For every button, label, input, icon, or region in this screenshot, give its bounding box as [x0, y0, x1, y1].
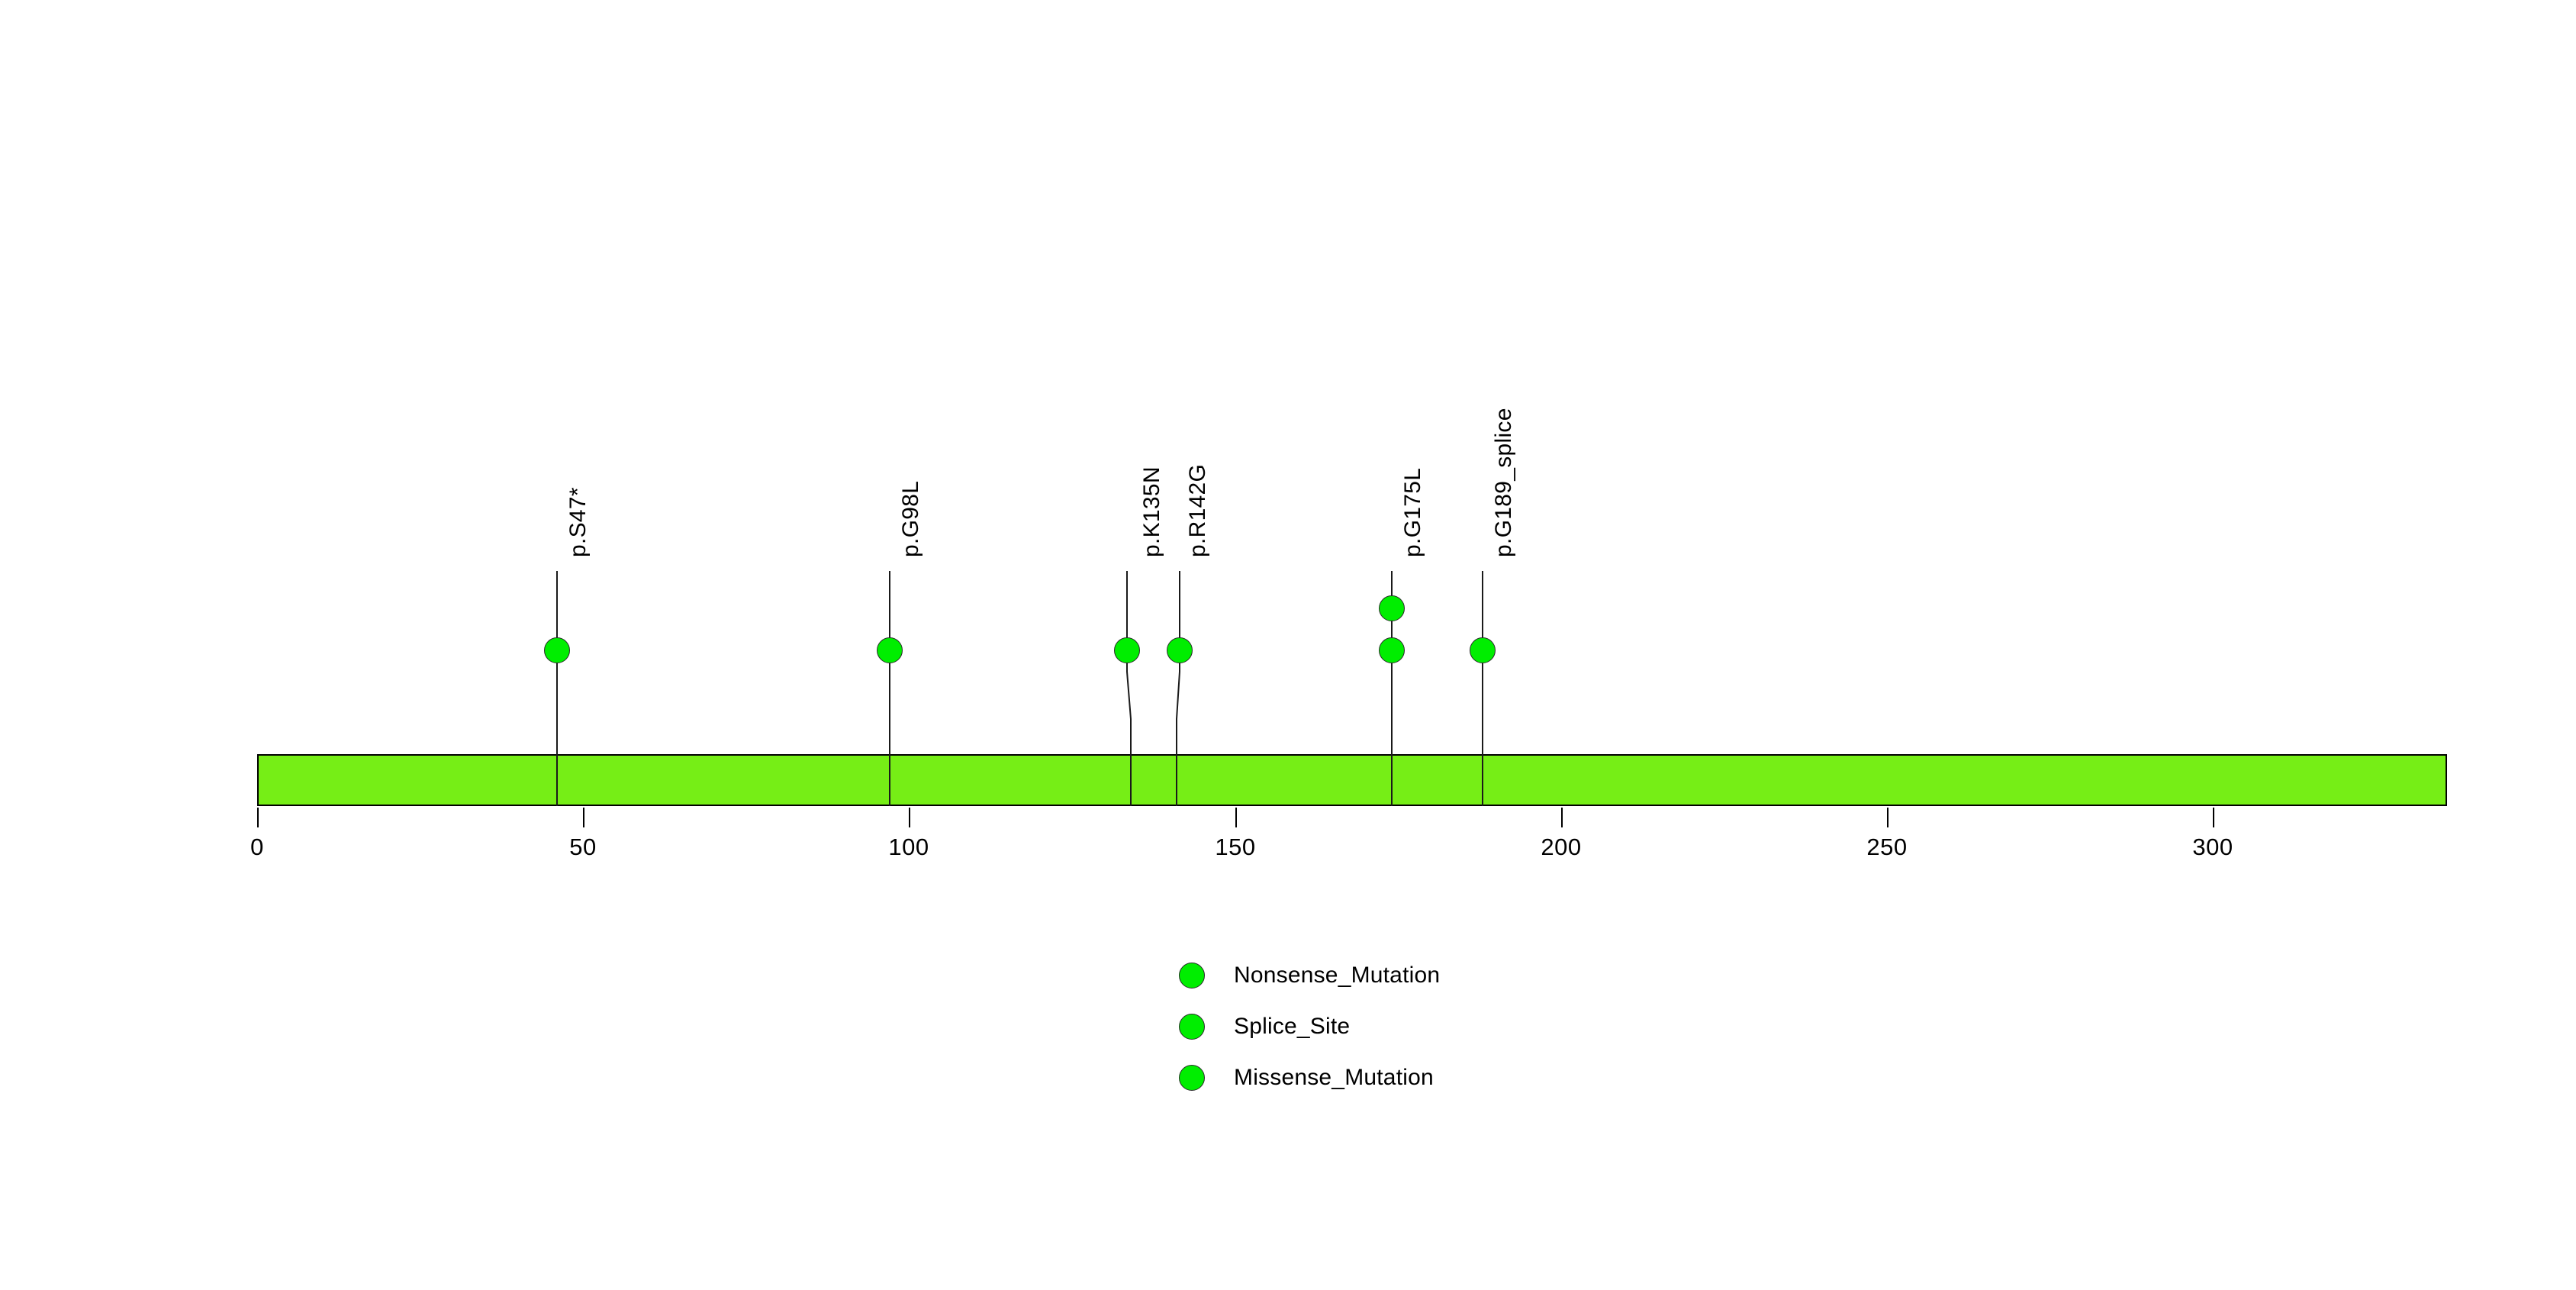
legend-item[interactable]: Missense_Mutation [1179, 1065, 1434, 1091]
axis-tick [909, 808, 910, 827]
lollipop-label: p.K135N [1138, 466, 1164, 557]
legend-item-label: Splice_Site [1234, 1014, 1351, 1039]
lollipop-dot[interactable] [1378, 595, 1405, 621]
lollipop-dot[interactable] [544, 637, 571, 663]
axis-tick-label: 250 [1866, 834, 1908, 860]
axis-tick-label: 100 [888, 834, 929, 860]
axis-tick [2213, 808, 2214, 827]
lollipop-stem [1176, 571, 1180, 806]
axis-tick [1561, 808, 1563, 827]
lollipop-label: p.G189_splice [1491, 408, 1517, 557]
lollipop-stem [556, 571, 558, 806]
axis-tick-label: 50 [569, 834, 597, 860]
lollipop-label: p.S47* [565, 487, 591, 557]
axis-tick [583, 808, 584, 827]
legend-item[interactable]: Nonsense_Mutation [1179, 963, 1440, 988]
lollipop-stem [889, 571, 890, 806]
lollipop-stem [1482, 571, 1483, 806]
lollipop-label: p.R142G [1184, 463, 1210, 557]
lollipop-label: p.G98L [897, 480, 923, 557]
lollipop-dot[interactable] [1470, 637, 1496, 663]
lollipop-dot[interactable] [1378, 637, 1405, 663]
lollipop-dot[interactable] [876, 637, 903, 663]
protein-backbone-bar [257, 754, 2447, 806]
axis-tick [1235, 808, 1237, 827]
lollipop-stem [1126, 571, 1132, 806]
lollipop-dot[interactable] [1113, 637, 1140, 663]
legend-color-swatch [1179, 1014, 1205, 1040]
legend-item[interactable]: Splice_Site [1179, 1014, 1350, 1040]
axis-tick [257, 808, 259, 827]
legend-item-label: Nonsense_Mutation [1234, 963, 1441, 988]
lollipop-label: p.G175L [1399, 467, 1425, 557]
axis-tick-label: 300 [2192, 834, 2233, 860]
lollipop-stem [1391, 571, 1393, 806]
legend-color-swatch [1179, 1065, 1205, 1091]
legend-color-swatch [1179, 963, 1205, 988]
legend-item-label: Missense_Mutation [1234, 1065, 1434, 1090]
axis-tick-label: 150 [1215, 834, 1256, 860]
axis-tick-label: 200 [1541, 834, 1582, 860]
axis-tick [1887, 808, 1889, 827]
axis-tick-label: 0 [250, 834, 264, 860]
lollipop-dot[interactable] [1166, 637, 1193, 663]
